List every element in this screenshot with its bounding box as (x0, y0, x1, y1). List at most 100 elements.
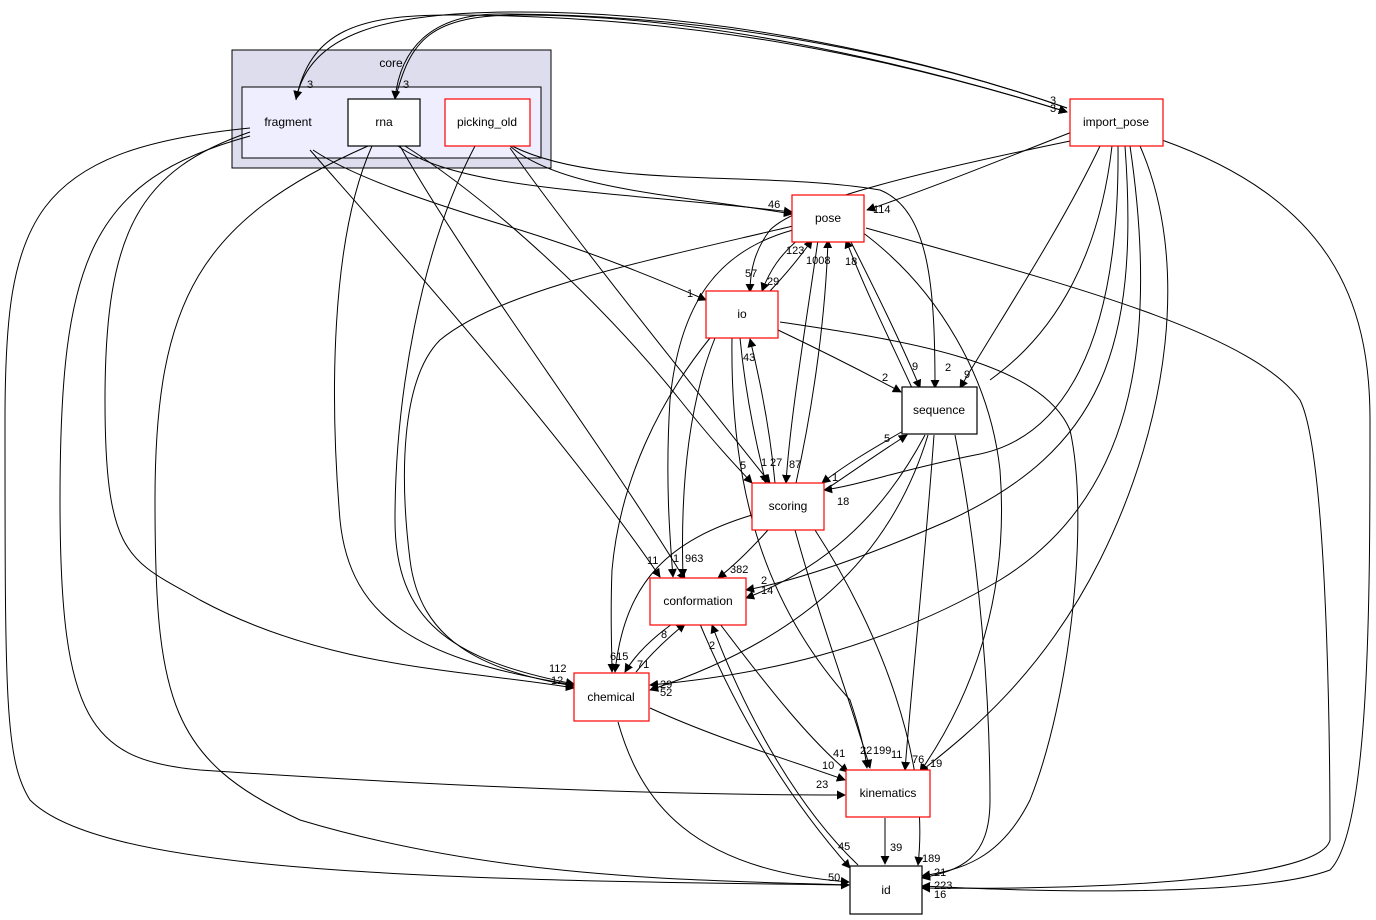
edge-label: 14 (761, 585, 773, 597)
edge-label: 43 (743, 352, 755, 364)
edge-label: 16 (934, 889, 946, 901)
edge-io-conformation (678, 337, 716, 578)
edge-import_pose-sequence-2 (989, 145, 1113, 381)
edge-sequence-conformation (745, 434, 926, 600)
edge-label: 10 (822, 760, 834, 772)
edge-import_pose-chemical (649, 145, 1142, 689)
edge-fragment-kinematics (59, 135, 846, 800)
edge-label: 8 (661, 629, 667, 641)
node-id[interactable]: id (849, 865, 923, 915)
edge-label: 23 (816, 779, 828, 791)
edge-fragment-io (312, 149, 707, 301)
edge-label: 41 (833, 748, 845, 760)
edge-label: 71 (637, 659, 649, 671)
edge-rna-import_pose (394, 14, 1068, 114)
edge-chemical-conformation (635, 623, 686, 673)
edge-io-sequence (777, 329, 902, 393)
edge-sequence-pose (844, 239, 913, 389)
cluster-core-label: core (379, 56, 403, 70)
node-kinematics[interactable]: kinematics (845, 769, 931, 818)
node-chemical[interactable]: chemical (573, 672, 650, 722)
node-label-rna: rna (375, 115, 393, 129)
edge-label: 27 (770, 457, 782, 469)
edge-label: 52 (660, 687, 672, 699)
edge-io-kinematics (731, 337, 871, 769)
node-conformation[interactable]: conformation (649, 577, 747, 626)
edge-label: 1 (761, 457, 767, 469)
node-io[interactable]: io (705, 290, 779, 339)
edge-conformation-chemical (624, 623, 673, 673)
edge-label: 3 (1050, 95, 1056, 107)
edge-label: 39 (890, 842, 902, 854)
edge-pose-kinematics (861, 231, 1003, 773)
edge-label: 9 (964, 369, 970, 381)
node-label-kinematics: kinematics (860, 786, 917, 800)
edge-label: 11 (647, 555, 658, 567)
edge-label: 1 (673, 553, 679, 565)
node-scoring[interactable]: scoring (751, 482, 825, 531)
edge-label: 3 (1050, 103, 1056, 115)
node-fragment[interactable]: fragment (264, 115, 312, 129)
edge-pose-scoring (782, 239, 819, 484)
edge-pose-id (865, 227, 1331, 893)
edge-label: 19 (930, 758, 942, 770)
edge-label: 123 (786, 245, 804, 257)
edge-label: 12 (551, 675, 563, 687)
edge-label: 29 (767, 276, 779, 288)
edge-label: 382 (730, 564, 748, 576)
edge-rna-id (154, 145, 850, 890)
edge-label: 45 (838, 841, 850, 853)
edge-label: 57 (745, 268, 757, 280)
edge-rna-conformation (399, 145, 686, 581)
edge-rna-chemical (334, 145, 575, 689)
node-label-chemical: chemical (587, 690, 634, 704)
edge-scoring-io (747, 338, 776, 484)
edge-label: 2 (761, 575, 767, 587)
edge-label: 5 (740, 460, 746, 472)
edge-conformation-id (699, 623, 851, 869)
edge-picking_old-sequence (511, 145, 940, 389)
edge-import_pose-sequence (959, 145, 1101, 389)
edge-label: 18 (837, 496, 849, 508)
edge-label: 18 (845, 256, 857, 268)
edge-import_pose-conformation (745, 145, 1129, 593)
edge-label: 963 (685, 553, 703, 565)
edge-chemical-kinematics (649, 707, 846, 782)
edge-label: 50 (828, 872, 840, 884)
edge-label: 189 (922, 853, 940, 865)
node-label-import_pose: import_pose (1083, 115, 1149, 129)
edge-label: 114 (873, 204, 891, 216)
edge-pose-sequence (849, 239, 922, 389)
edge-fragment-conformation (309, 149, 661, 578)
node-label-fragment: fragment (264, 115, 312, 129)
node-label-id: id (881, 883, 890, 897)
node-sequence[interactable]: sequence (901, 386, 978, 435)
edge-id-conformation (710, 624, 859, 866)
node-pose[interactable]: pose (791, 194, 865, 243)
edge-label: 1008 (806, 255, 830, 267)
edge-label: 3 (307, 79, 313, 91)
edge-scoring-id (814, 529, 924, 866)
edge-import_pose-kinematics (919, 145, 1169, 773)
edge-sequence-id (921, 434, 991, 881)
node-label-io: io (737, 307, 747, 321)
edge-import_pose-pose (866, 131, 1073, 212)
edge-scoring-kinematics (794, 529, 873, 769)
edge-scoring-chemical (611, 514, 753, 673)
edge-label: 29 (660, 679, 672, 691)
edge-sequence-scoring (821, 429, 906, 484)
edge-label: 76 (912, 754, 924, 766)
edge-label: 615 (610, 651, 628, 663)
node-picking_old[interactable]: picking_old (444, 98, 531, 147)
edge-label: 2 (709, 640, 715, 652)
edge-pose-conformation (667, 229, 794, 578)
edge-pose-io (760, 237, 801, 292)
node-import_pose[interactable]: import_pose (1069, 98, 1164, 147)
edge-import_pose-rna (391, 13, 1068, 109)
edge-label: 3 (403, 79, 409, 91)
edge-label: 1 (687, 288, 693, 300)
node-rna[interactable]: rna (347, 98, 421, 147)
edge-fragment-id (4, 127, 850, 890)
edge-label: 112 (549, 663, 567, 675)
edge-label: 5 (884, 433, 890, 445)
